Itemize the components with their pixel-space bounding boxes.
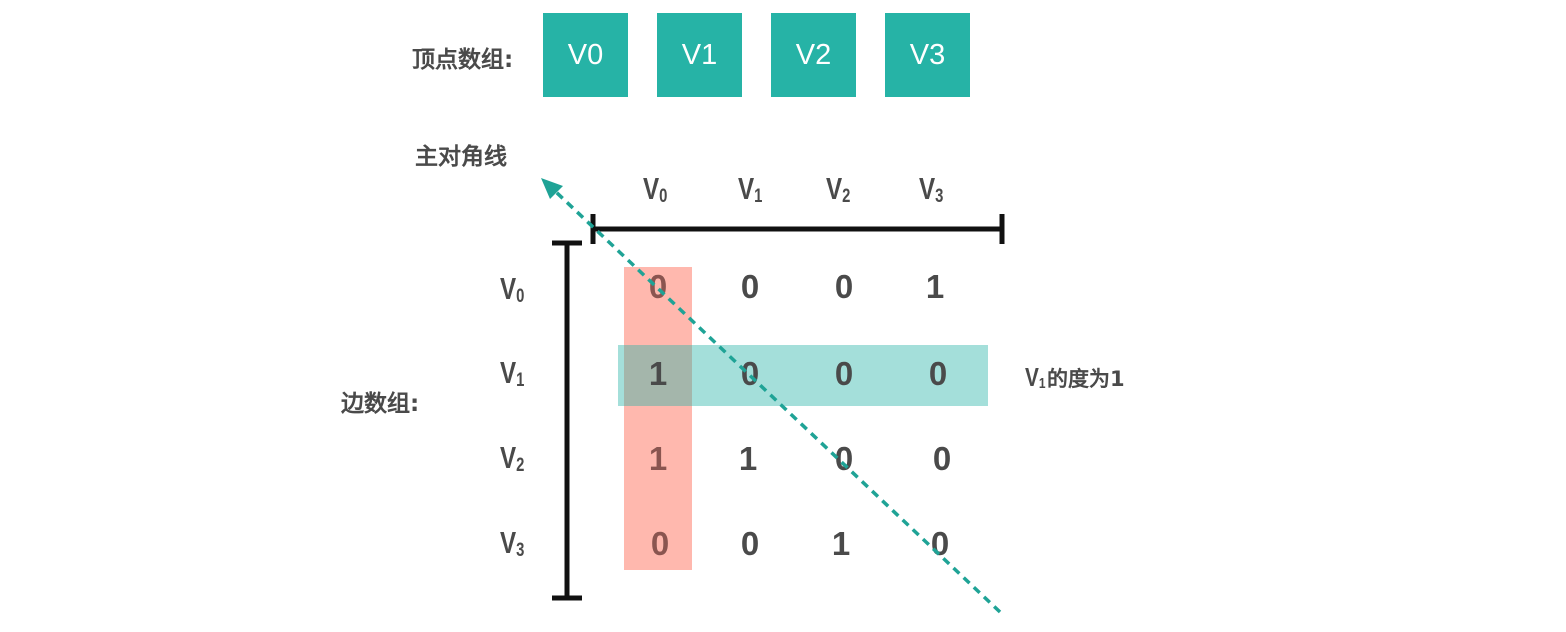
vertex-array-label: 顶点数组: <box>412 47 514 73</box>
column-bracket <box>590 214 1005 244</box>
cell-0-2: 0 <box>834 268 854 305</box>
cell-3-1: 0 <box>740 525 760 562</box>
row-1-highlight <box>618 345 988 406</box>
cell-1-0: 1 <box>648 355 668 392</box>
cell-2-1: 1 <box>738 440 758 477</box>
vertex-box-v3: V3 <box>885 13 970 97</box>
vertex-box-v2: V2 <box>771 13 856 97</box>
column-0-highlight <box>624 267 692 570</box>
vertex-box-v0: V0 <box>543 13 628 97</box>
degree-note: V1的度为1 <box>1025 362 1125 393</box>
cell-0-1: 0 <box>740 268 760 305</box>
cell-0-0: 0 <box>648 268 668 305</box>
cell-3-2: 1 <box>831 525 851 562</box>
cell-1-2: 0 <box>834 355 854 392</box>
main-diagonal-line <box>554 190 1002 614</box>
row-header-v1: V1 <box>500 355 525 391</box>
cell-2-2: 0 <box>834 440 854 477</box>
row-header-v3: V3 <box>500 525 525 561</box>
row-header-v0: V0 <box>500 271 525 307</box>
cell-2-0: 1 <box>648 440 668 477</box>
edge-array-label: 边数组: <box>341 391 420 417</box>
degree-note-vertex: V1 <box>1025 362 1046 392</box>
vertex-box-v1: V1 <box>657 13 742 97</box>
cell-1-3: 0 <box>928 355 948 392</box>
row-header-v2: V2 <box>500 440 525 476</box>
degree-note-text: 的度为1 <box>1047 367 1125 391</box>
cell-0-3: 1 <box>925 268 945 305</box>
col-header-v3: V3 <box>919 171 944 207</box>
cell-2-3: 0 <box>932 440 952 477</box>
cell-3-0: 0 <box>650 525 670 562</box>
row-bracket <box>552 240 582 601</box>
col-header-v2: V2 <box>826 171 851 207</box>
col-header-v0: V0 <box>643 171 668 207</box>
cell-1-1: 0 <box>740 355 760 392</box>
main-diagonal-label: 主对角线 <box>415 144 507 170</box>
col-header-v1: V1 <box>738 171 763 207</box>
main-diagonal-arrowhead <box>541 178 563 199</box>
